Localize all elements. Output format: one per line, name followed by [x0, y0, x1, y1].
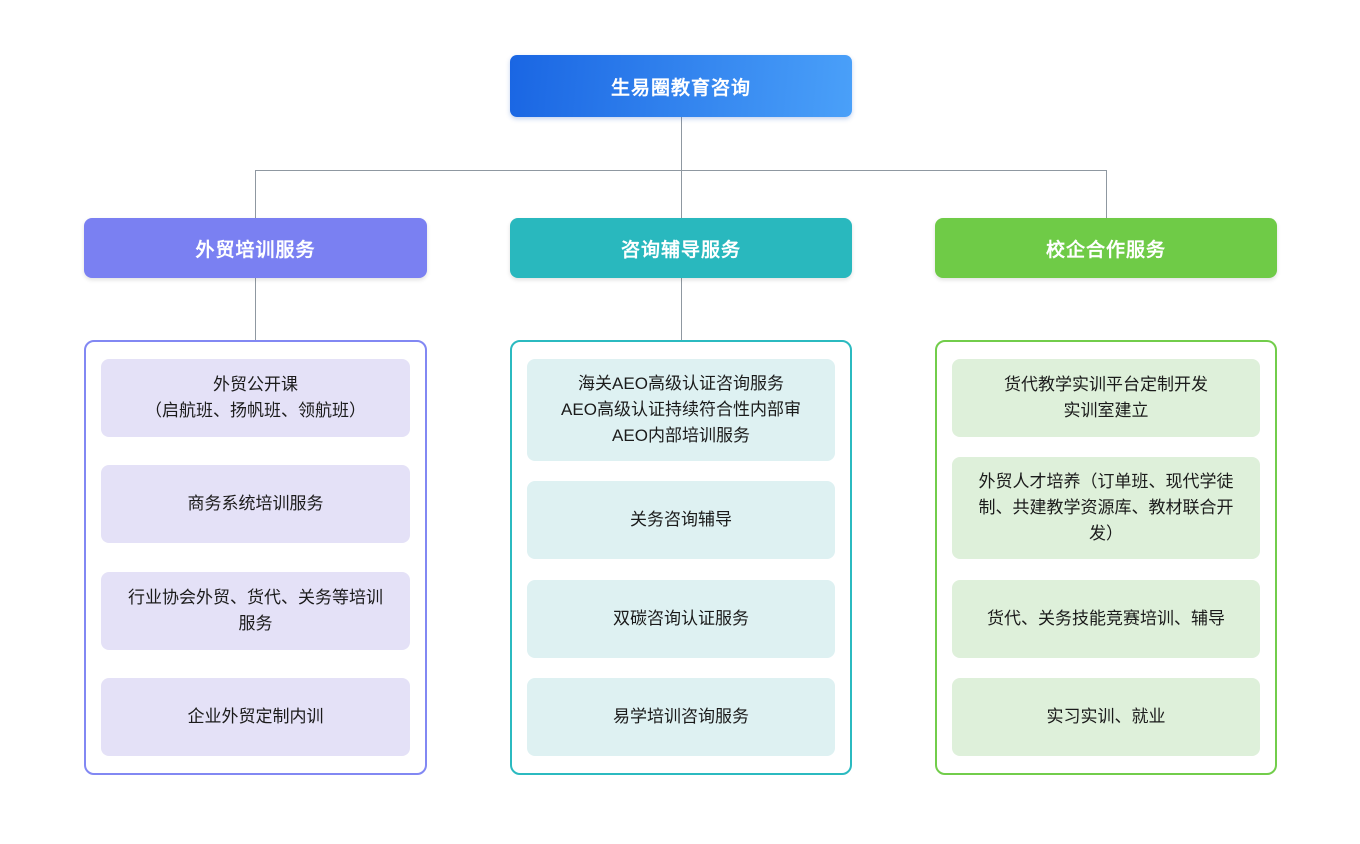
leaf-node: 行业协会外贸、货代、关务等培训服务 [101, 571, 410, 650]
branch-group-foreign-trade-training: 外贸公开课 （启航班、扬帆班、领航班） 商务系统培训服务 行业协会外贸、货代、关… [84, 340, 427, 775]
branch-header-consulting-coaching: 咨询辅导服务 [510, 218, 852, 278]
branch-group-school-enterprise: 货代教学实训平台定制开发 实训室建立 外贸人才培养（订单班、现代学徒制、共建教学… [935, 340, 1277, 775]
leaf-node: 海关AEO高级认证咨询服务 AEO高级认证持续符合性内部审 AEO内部培训服务 [527, 359, 835, 461]
connector-root-drop [681, 117, 682, 170]
connector-branch3-drop [1106, 170, 1107, 218]
branch-header-school-enterprise: 校企合作服务 [935, 218, 1277, 278]
branch-label: 外贸培训服务 [195, 239, 316, 261]
branch-header-foreign-trade-training: 外贸培训服务 [84, 218, 427, 278]
connector-branch1-sub [255, 278, 256, 340]
leaf-node: 双碳咨询认证服务 [527, 579, 835, 658]
leaf-node: 易学培训咨询服务 [527, 677, 835, 756]
leaf-node: 商务系统培训服务 [101, 465, 410, 544]
connector-branch2-sub [681, 278, 682, 340]
branch-label: 咨询辅导服务 [620, 239, 741, 261]
leaf-node: 货代、关务技能竞赛培训、辅导 [952, 579, 1260, 658]
root-label: 生易圈教育咨询 [610, 77, 751, 99]
connector-branch2-drop [681, 170, 682, 218]
leaf-node: 实习实训、就业 [952, 677, 1260, 756]
leaf-node: 外贸公开课 （启航班、扬帆班、领航班） [101, 359, 410, 437]
branch-group-consulting-coaching: 海关AEO高级认证咨询服务 AEO高级认证持续符合性内部审 AEO内部培训服务 … [510, 340, 852, 775]
branch-label: 校企合作服务 [1045, 239, 1166, 261]
leaf-node: 企业外贸定制内训 [101, 677, 410, 756]
leaf-node: 外贸人才培养（订单班、现代学徒制、共建教学资源库、教材联合开发） [952, 457, 1260, 560]
leaf-node: 货代教学实训平台定制开发 实训室建立 [952, 359, 1260, 437]
leaf-node: 关务咨询辅导 [527, 481, 835, 560]
connector-branch1-drop [255, 170, 256, 218]
root-node: 生易圈教育咨询 [510, 55, 852, 117]
